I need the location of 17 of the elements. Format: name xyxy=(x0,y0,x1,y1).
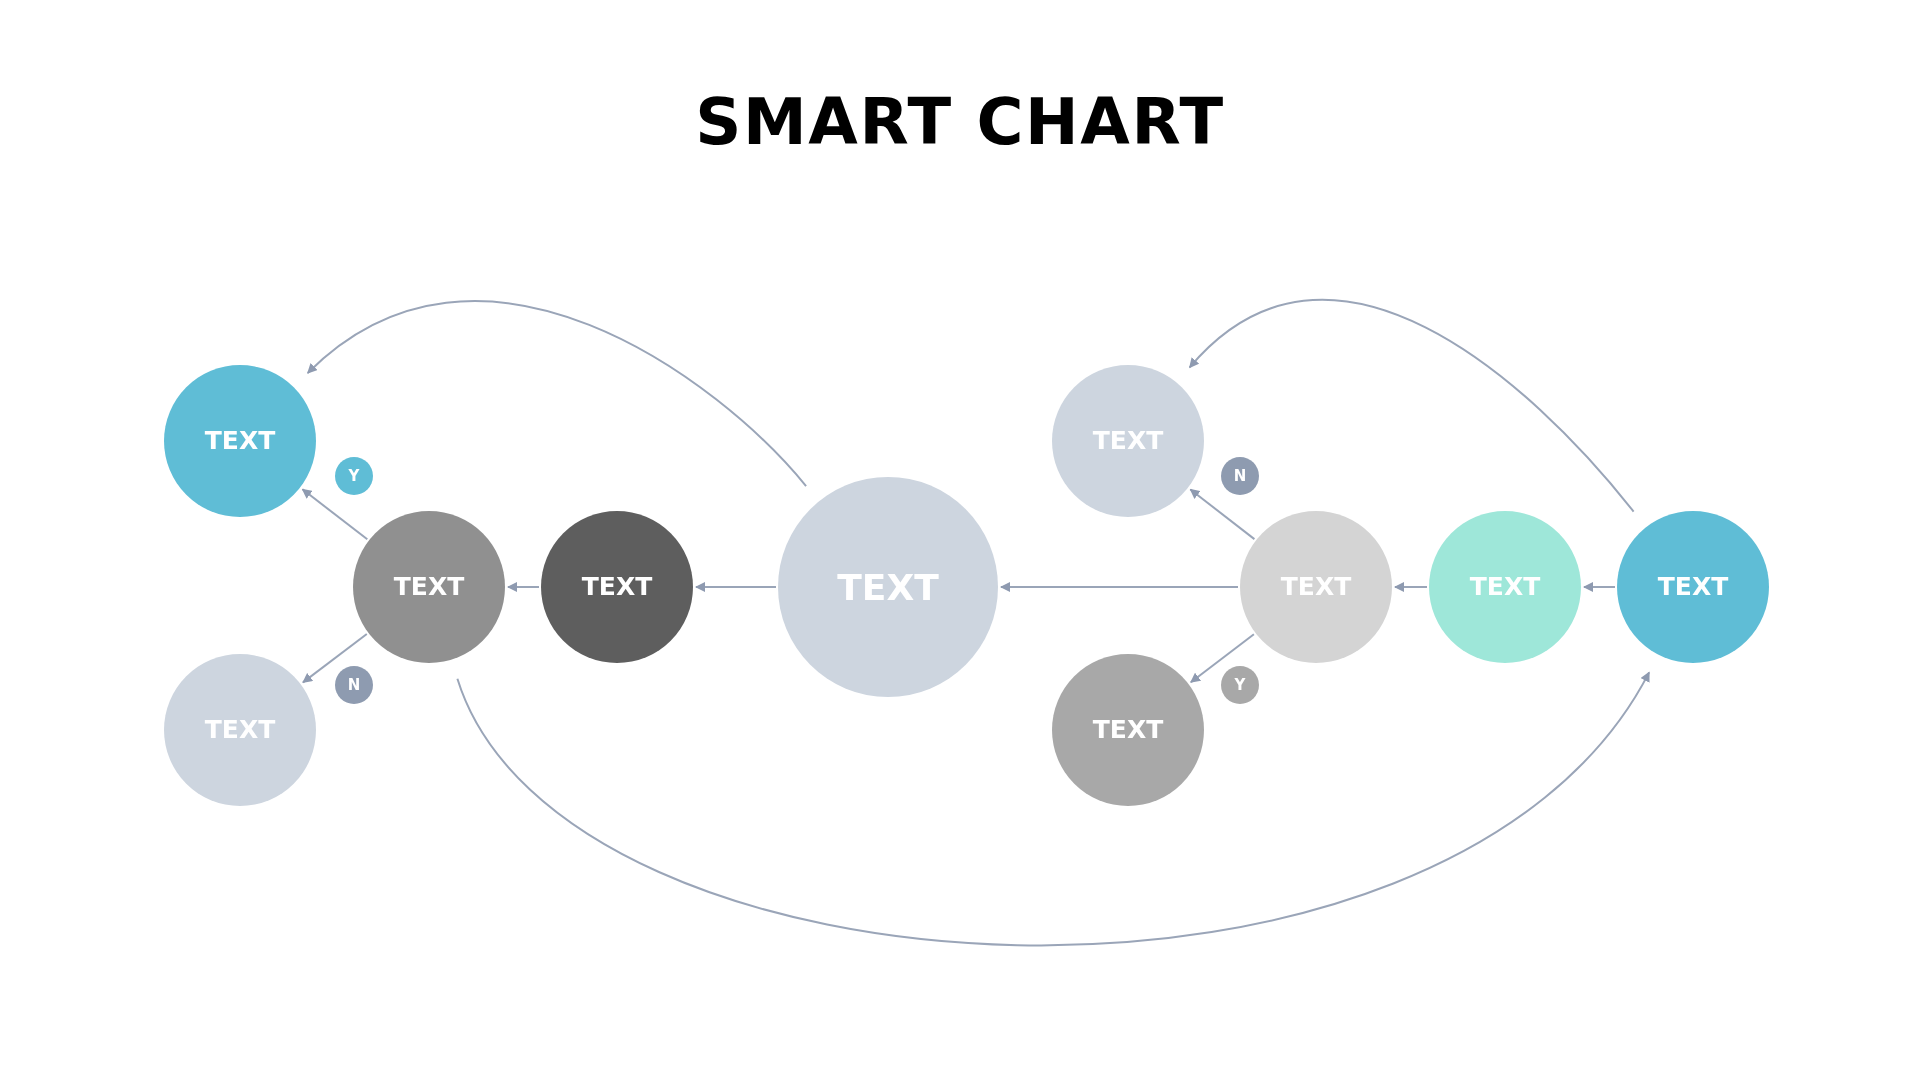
arrow xyxy=(301,488,369,541)
arrow xyxy=(302,633,368,684)
arrow xyxy=(1583,582,1616,592)
edge-label: N xyxy=(335,666,373,704)
arrow xyxy=(1189,488,1256,541)
curved-arrow xyxy=(456,671,1651,947)
curved-arrow xyxy=(1188,299,1635,513)
arrow xyxy=(507,582,540,592)
edge-label: Y xyxy=(1221,666,1259,704)
arrow xyxy=(1394,582,1428,592)
curved-arrow xyxy=(306,300,808,488)
title: SMART CHART xyxy=(695,90,1225,154)
edge-label: N xyxy=(1221,457,1259,495)
arrow xyxy=(695,582,777,592)
arrow xyxy=(1189,633,1255,684)
arrow xyxy=(1000,582,1239,592)
edge-label: Y xyxy=(335,457,373,495)
